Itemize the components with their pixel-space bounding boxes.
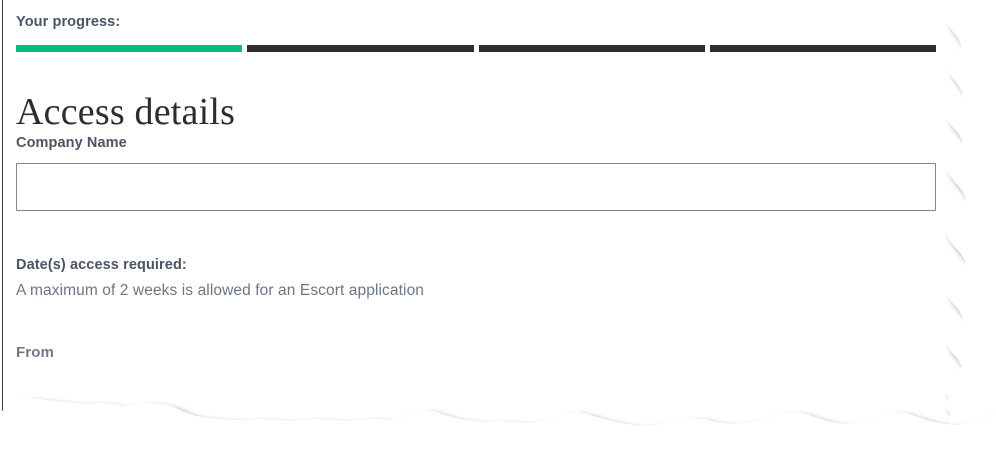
company-name-input[interactable] xyxy=(16,163,936,211)
progress-label: Your progress: xyxy=(16,14,121,30)
progress-bar xyxy=(16,45,936,52)
progress-step-2 xyxy=(247,45,474,52)
form-content: Your progress: Access details Company Na… xyxy=(16,0,936,361)
page-title: Access details xyxy=(16,91,236,133)
company-name-label: Company Name xyxy=(16,135,127,151)
dates-helper-text: A maximum of 2 weeks is allowed for an E… xyxy=(16,282,425,299)
from-date-label: From xyxy=(16,344,54,361)
progress-step-3 xyxy=(478,45,705,52)
dates-required-label: Date(s) access required: xyxy=(16,257,187,273)
progress-step-1 xyxy=(16,45,243,52)
progress-step-4 xyxy=(709,45,936,52)
